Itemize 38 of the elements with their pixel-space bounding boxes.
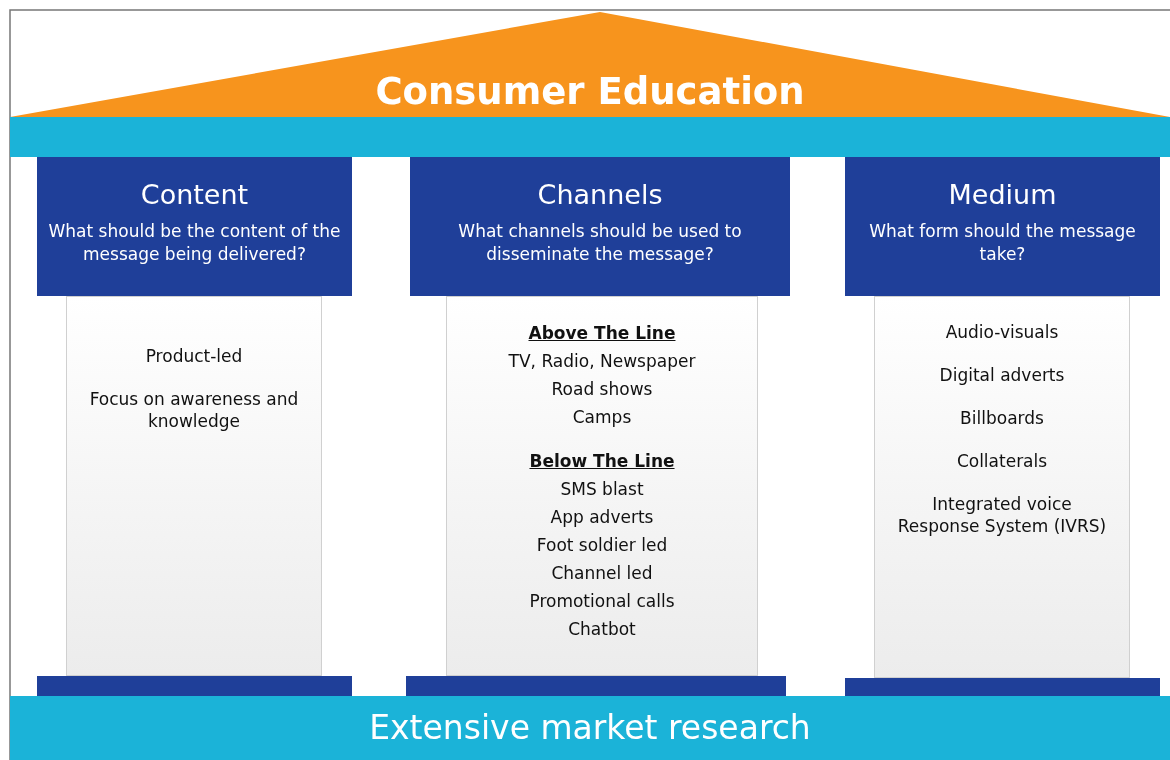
list-item: Integrated voice Response System (IVRS) bbox=[896, 493, 1108, 537]
pillar-title: Content bbox=[139, 179, 250, 210]
pillar-title: Medium bbox=[947, 179, 1058, 210]
list-item: Billboards bbox=[959, 407, 1045, 429]
pillar-body bbox=[874, 296, 1130, 678]
list-item: Channel led bbox=[550, 562, 654, 585]
list-item: Audio-visuals bbox=[944, 321, 1060, 343]
pillar-base bbox=[845, 678, 1160, 696]
beam bbox=[10, 117, 1170, 157]
pillar-header bbox=[410, 157, 790, 296]
group-heading: Above The Line bbox=[527, 322, 677, 345]
list-item: TV, Radio, Newspaper bbox=[507, 350, 697, 373]
pillar-header bbox=[37, 157, 352, 296]
pillar-base bbox=[37, 676, 352, 696]
list-item: Collaterals bbox=[955, 450, 1049, 472]
list-item: App adverts bbox=[549, 506, 655, 529]
list-item: Road shows bbox=[550, 378, 654, 401]
pillar-question: What form should the message take? bbox=[868, 220, 1137, 266]
roof-title: Consumer Education bbox=[374, 70, 806, 113]
list-item: Digital adverts bbox=[938, 364, 1066, 386]
pillar-body bbox=[446, 296, 758, 676]
foundation-title: Extensive market research bbox=[368, 707, 812, 747]
list-item: Product-led bbox=[144, 345, 244, 367]
roof-triangle bbox=[10, 12, 1170, 117]
pillar-title: Channels bbox=[536, 179, 664, 210]
list-item: Focus on awareness and knowledge bbox=[88, 388, 300, 432]
list-item: Promotional calls bbox=[528, 590, 676, 613]
list-item: Chatbot bbox=[567, 618, 637, 641]
list-item: Foot soldier led bbox=[535, 534, 669, 557]
pillar-header bbox=[845, 157, 1160, 296]
pillar-body bbox=[66, 296, 322, 676]
pillar-question: What should be the content of the message being delivered? bbox=[47, 220, 342, 266]
list-item: SMS blast bbox=[559, 478, 645, 501]
group-heading: Below The Line bbox=[528, 450, 676, 473]
list-item: Camps bbox=[571, 406, 633, 429]
pillar-base bbox=[406, 676, 786, 696]
foundation-band bbox=[10, 696, 1170, 760]
pillar-question: What channels should be used to disseminate the message? bbox=[457, 220, 743, 266]
